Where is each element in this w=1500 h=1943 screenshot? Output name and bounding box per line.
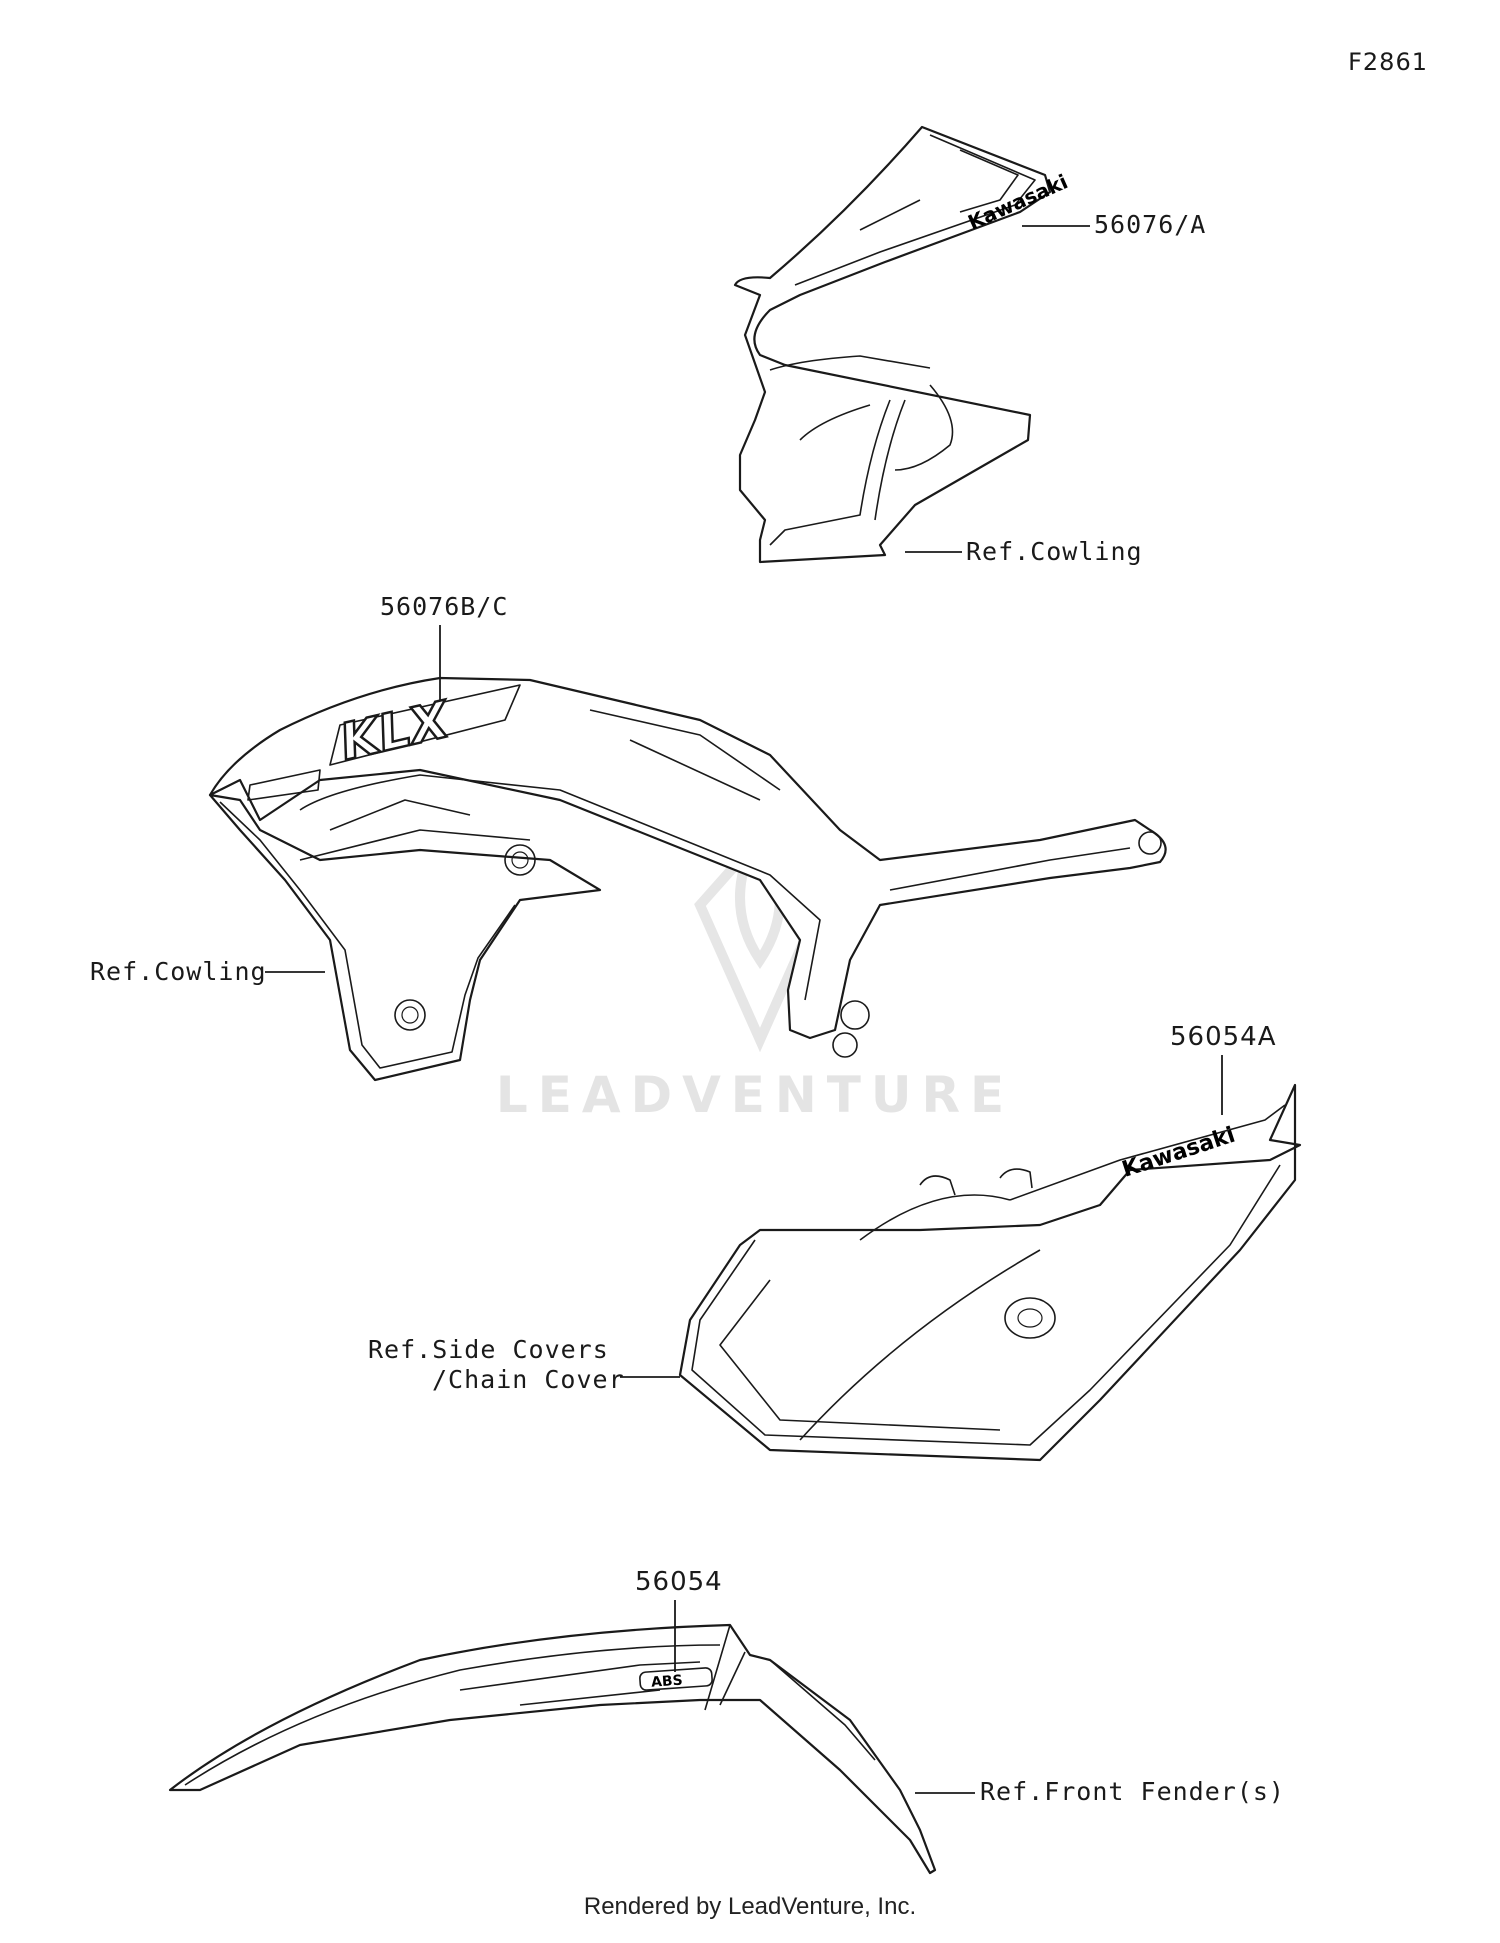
callout-56054: 56054 — [635, 1567, 723, 1597]
cowling-top-part: Kawasaki — [733, 125, 1071, 564]
abs-logo: ABS — [651, 1673, 684, 1691]
callout-ref-side-covers-line1: Ref.Side Covers — [368, 1335, 609, 1364]
callout-ref-side-covers-line2: /Chain Cover — [432, 1365, 625, 1394]
figure-code: F2861 — [1348, 48, 1428, 76]
front-fender-part: ABS — [168, 1623, 937, 1875]
watermark-text: LEADVENTURE — [496, 1066, 1014, 1124]
side-cover-part: Kawasaki — [678, 1083, 1302, 1462]
callout-56076-a: 56076/A — [1094, 210, 1206, 239]
footer-credit: Rendered by LeadVenture, Inc. — [583, 1893, 917, 1920]
radiator-shroud-part: KLX — [208, 676, 1167, 1082]
callout-56054a: 56054A — [1170, 1022, 1277, 1052]
callout-ref-front-fender: Ref.Front Fender(s) — [980, 1777, 1285, 1806]
callout-56076b-c: 56076B/C — [380, 592, 508, 621]
callout-ref-cowling-left: Ref.Cowling — [90, 957, 267, 986]
callout-ref-cowling-top: Ref.Cowling — [966, 537, 1143, 566]
